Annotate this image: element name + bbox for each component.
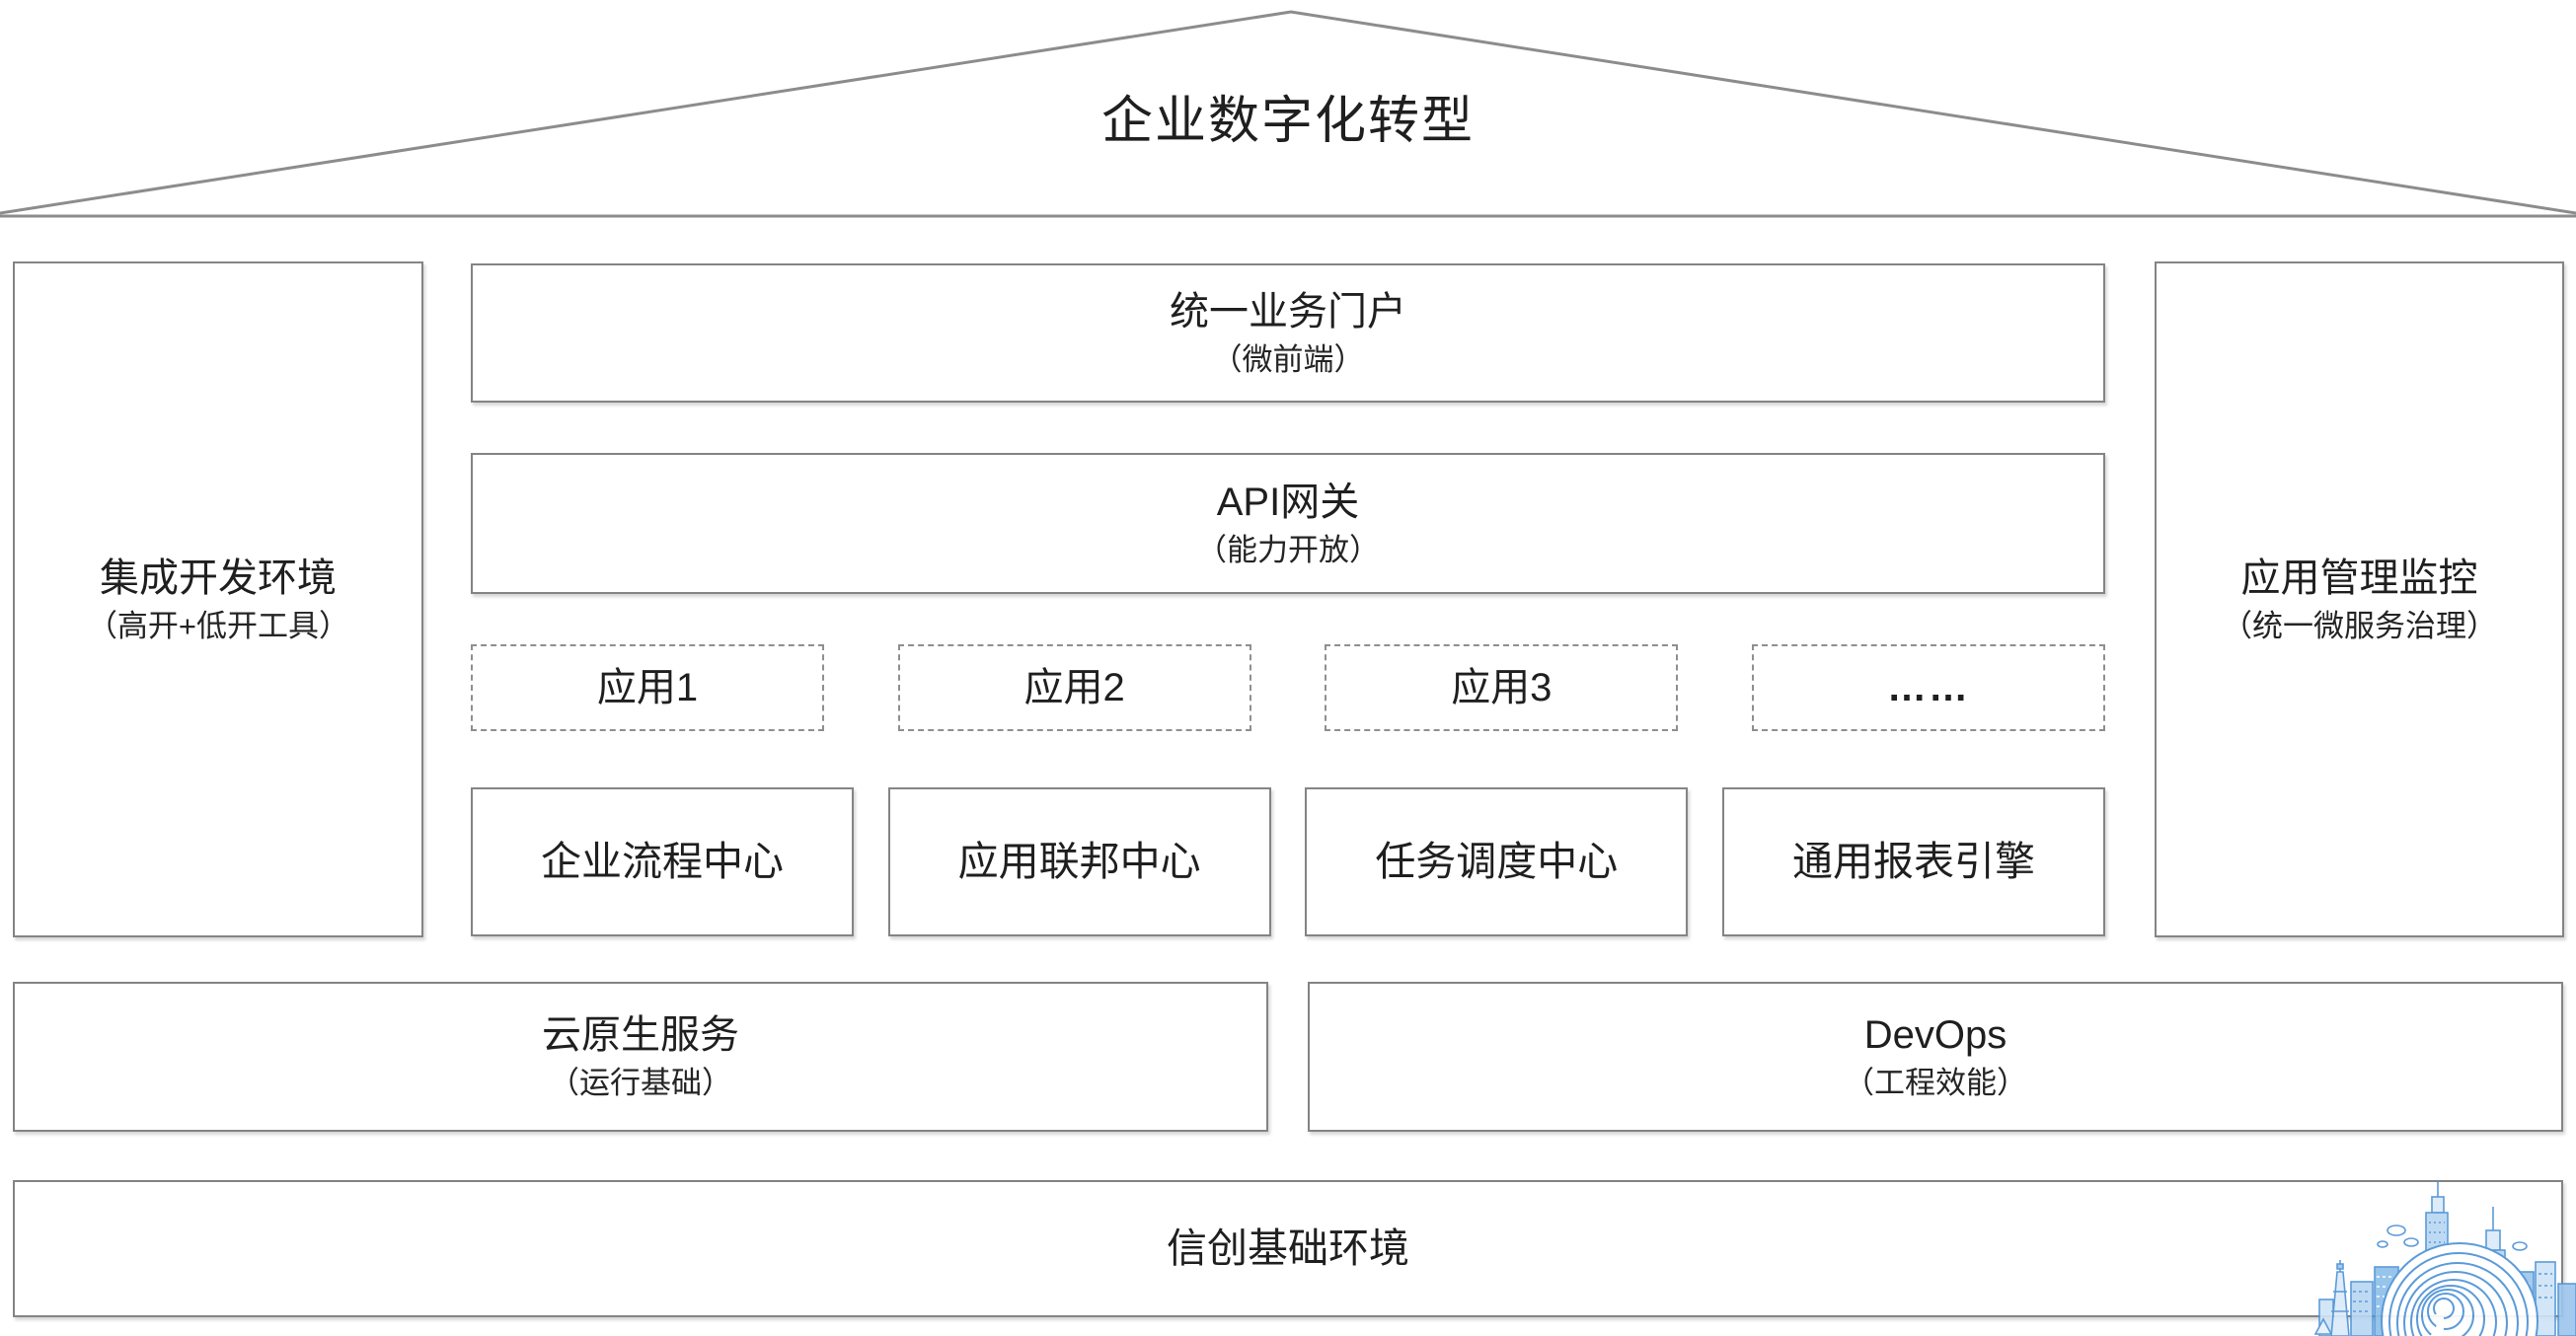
app-box-more-label: …… xyxy=(1886,665,1970,709)
app-box-1: 应用1 xyxy=(471,644,824,731)
api-gateway-box: API网关 （能力开放） xyxy=(471,453,2105,594)
left-pillar-box: 集成开发环境 （高开+低开工具） xyxy=(13,261,423,937)
app-box-more: …… xyxy=(1751,644,2105,731)
service-centers-row: 企业流程中心 应用联邦中心 任务调度中心 通用报表引擎 xyxy=(471,787,2105,936)
center-box-federation: 应用联邦中心 xyxy=(887,787,1271,936)
cloud-native-box: 云原生服务 （运行基础） xyxy=(13,982,1268,1132)
right-pillar-box: 应用管理监控 （统一微服务治理） xyxy=(2155,261,2564,937)
devops-subtitle: （工程效能） xyxy=(1844,1066,2027,1101)
cloud-native-title: 云原生服务 xyxy=(542,1013,739,1058)
devops-title: DevOps xyxy=(1863,1013,2008,1058)
portal-subtitle: （微前端） xyxy=(1211,341,1365,377)
roof-title: 企业数字化转型 xyxy=(1100,93,1475,150)
center-box-scheduler: 任务调度中心 xyxy=(1305,787,1689,936)
base-environment-title: 信创基础环境 xyxy=(1167,1225,1409,1271)
app-box-2-label: 应用2 xyxy=(1023,666,1125,709)
center-box-federation-label: 应用联邦中心 xyxy=(957,838,1201,884)
app-box-3-label: 应用3 xyxy=(1451,666,1553,709)
left-pillar-subtitle: （高开+低开工具） xyxy=(86,608,350,643)
api-gateway-subtitle: （能力开放） xyxy=(1196,532,1380,567)
base-environment-box: 信创基础环境 xyxy=(13,1180,2563,1317)
applications-row: 应用1 应用2 应用3 …… xyxy=(471,644,2105,731)
roof-outline-icon xyxy=(0,10,2576,218)
app-box-3: 应用3 xyxy=(1325,644,1679,731)
portal-box: 统一业务门户 （微前端） xyxy=(471,263,2105,403)
devops-box: DevOps （工程效能） xyxy=(1308,982,2563,1132)
center-box-process-label: 企业流程中心 xyxy=(541,838,784,884)
center-box-process: 企业流程中心 xyxy=(471,787,854,936)
left-pillar-title: 集成开发环境 xyxy=(100,556,337,600)
portal-title: 统一业务门户 xyxy=(1170,289,1406,334)
center-box-scheduler-label: 任务调度中心 xyxy=(1375,838,1619,884)
cloud-native-subtitle: （运行基础） xyxy=(549,1066,732,1101)
app-box-1-label: 应用1 xyxy=(596,666,699,709)
city-skyline-icon xyxy=(2313,1181,2576,1336)
right-pillar-subtitle: （统一微服务治理） xyxy=(2222,608,2497,643)
api-gateway-title: API网关 xyxy=(1216,480,1360,524)
center-box-report: 通用报表引擎 xyxy=(1721,787,2105,936)
center-box-report-label: 通用报表引擎 xyxy=(1791,838,2035,884)
app-box-2: 应用2 xyxy=(897,644,1251,731)
right-pillar-title: 应用管理监控 xyxy=(2240,556,2478,600)
